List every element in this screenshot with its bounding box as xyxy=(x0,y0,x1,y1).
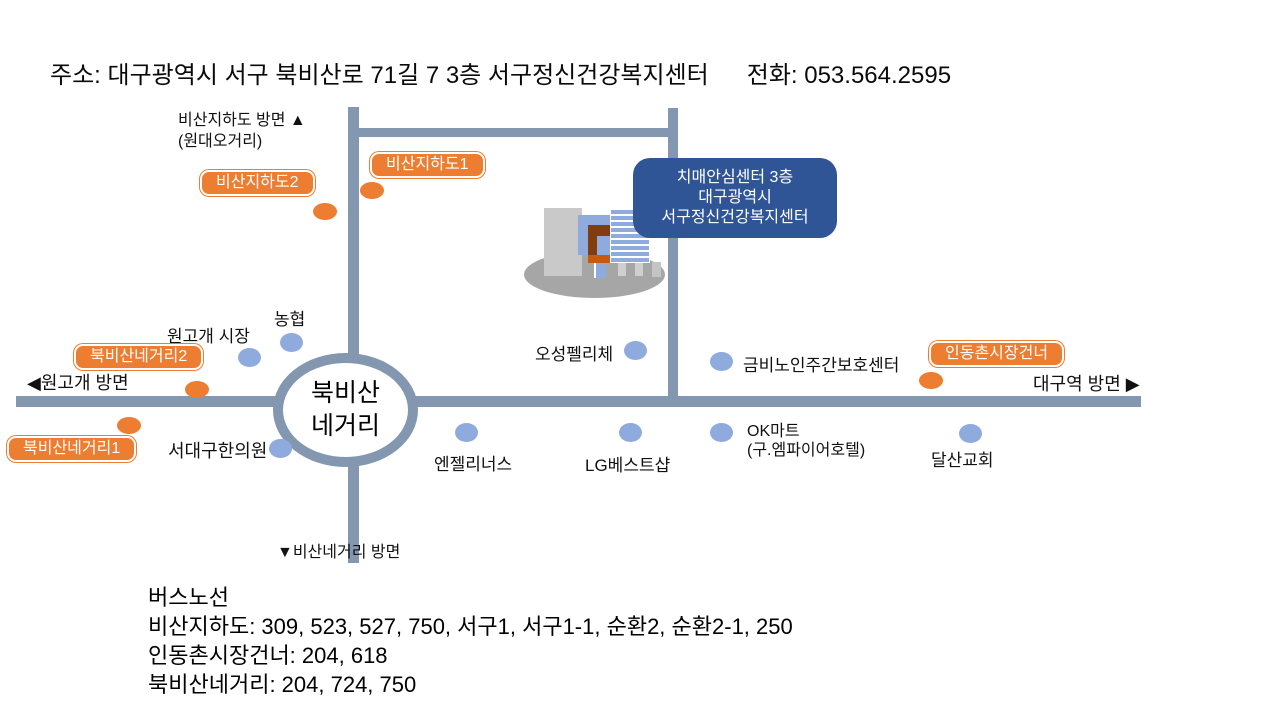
bus-stop-label-bisanjihado2: 비산지하도2 xyxy=(200,170,315,196)
intersection-name-line2: 네거리 xyxy=(310,412,380,440)
building-brown-cutout xyxy=(597,236,610,255)
center-info-line1: 치매안심센터 3층 xyxy=(676,169,794,186)
landmark-dot xyxy=(710,423,733,442)
address-text: 주소: 대구광역시 서구 북비산로 71길 7 3층 서구정신건강복지센터 xyxy=(50,62,709,89)
bus-stop-dot xyxy=(919,372,943,389)
building-leg xyxy=(652,262,661,277)
landmark-dot xyxy=(269,439,292,458)
landmark-ok-mart-line1: OK마트 xyxy=(747,423,800,440)
direction-north-line1: 비산지하도 방면 ▲ xyxy=(178,112,306,129)
building-pillar xyxy=(594,263,606,278)
landmark-wongogae-market: 원고개 시장 xyxy=(167,327,250,346)
road-horizontal-top xyxy=(353,128,678,137)
bus-stop-label-bukbisan2: 북비산네거리2 xyxy=(74,344,204,370)
direction-east: 대구역 방면 ▶ xyxy=(1033,374,1140,394)
direction-north-line2: (원대오거리) xyxy=(178,133,263,150)
road-vertical-main xyxy=(348,107,359,563)
landmark-angelinus: 엔젤리너스 xyxy=(434,455,513,474)
bus-stop-dot xyxy=(185,381,209,398)
building-gray-tower xyxy=(544,208,582,276)
landmark-ok-mart-line2: (구.엠파이어호텔) xyxy=(747,442,866,459)
landmark-dot xyxy=(624,341,647,360)
landmark-dot xyxy=(280,333,303,352)
landmark-dot xyxy=(710,352,733,371)
building-orange-strip xyxy=(588,255,610,263)
building-leg xyxy=(635,263,643,276)
bus-routes-line: 인동촌시장건너: 204, 618 xyxy=(148,643,388,668)
direction-west: ◀원고개 방면 xyxy=(27,373,129,393)
landmark-dot xyxy=(619,423,642,442)
bus-stop-dot xyxy=(360,182,384,199)
center-info-line2: 대구광역시 xyxy=(698,189,772,206)
landmark-osung-felice: 오성펠리체 xyxy=(535,345,614,364)
landmark-dot xyxy=(959,424,982,443)
road-horizontal-main xyxy=(16,396,1141,407)
bus-stop-label-indongchon: 인동촌시장건너 xyxy=(929,341,1065,367)
center-info-box: 치매안심센터 3층 대구광역시 서구정신건강복지센터 xyxy=(633,158,837,238)
bus-stop-dot xyxy=(117,417,141,434)
bus-routes-text: 버스노선 비산지하도: 309, 523, 527, 750, 서구1, 서구1… xyxy=(148,583,793,699)
landmark-dot xyxy=(238,348,261,367)
road-vertical-right xyxy=(668,108,678,401)
bus-routes-title: 버스노선 xyxy=(148,585,229,610)
direction-north: 비산지하도 방면 ▲ (원대오거리) xyxy=(178,110,306,152)
intersection-circle: 북비산 네거리 xyxy=(273,353,418,467)
bus-stop-dot xyxy=(313,203,337,220)
bus-routes-line: 북비산네거리: 204, 724, 750 xyxy=(148,672,417,697)
direction-south: ▼비산네거리 방면 xyxy=(277,544,401,561)
center-info-line3: 서구정신건강복지센터 xyxy=(661,209,809,226)
landmark-dalsan-church: 달산교회 xyxy=(931,451,994,470)
landmark-dot xyxy=(455,423,478,442)
landmark-seodaegu-clinic: 서대구한의원 xyxy=(168,441,268,461)
bus-stop-label-bisanjihado1: 비산지하도1 xyxy=(370,152,485,178)
landmark-ok-mart: OK마트 (구.엠파이어호텔) xyxy=(747,422,865,460)
bus-routes-line: 비산지하도: 309, 523, 527, 750, 서구1, 서구1-1, 순… xyxy=(148,614,793,639)
landmark-lg-bestshop: LG베스트샵 xyxy=(585,456,671,475)
bus-stop-label-bukbisan1: 북비산네거리1 xyxy=(7,436,137,462)
phone-text: 전화: 053.564.2595 xyxy=(746,62,952,89)
building-leg xyxy=(618,263,626,276)
header: 주소: 대구광역시 서구 북비산로 71길 7 3층 서구정신건강복지센터 전화:… xyxy=(50,55,951,90)
landmark-geumbi-daycare: 금비노인주간보호센터 xyxy=(743,356,900,375)
intersection-name-line1: 북비산 xyxy=(310,379,380,407)
landmark-nonghyup: 농협 xyxy=(274,310,306,329)
